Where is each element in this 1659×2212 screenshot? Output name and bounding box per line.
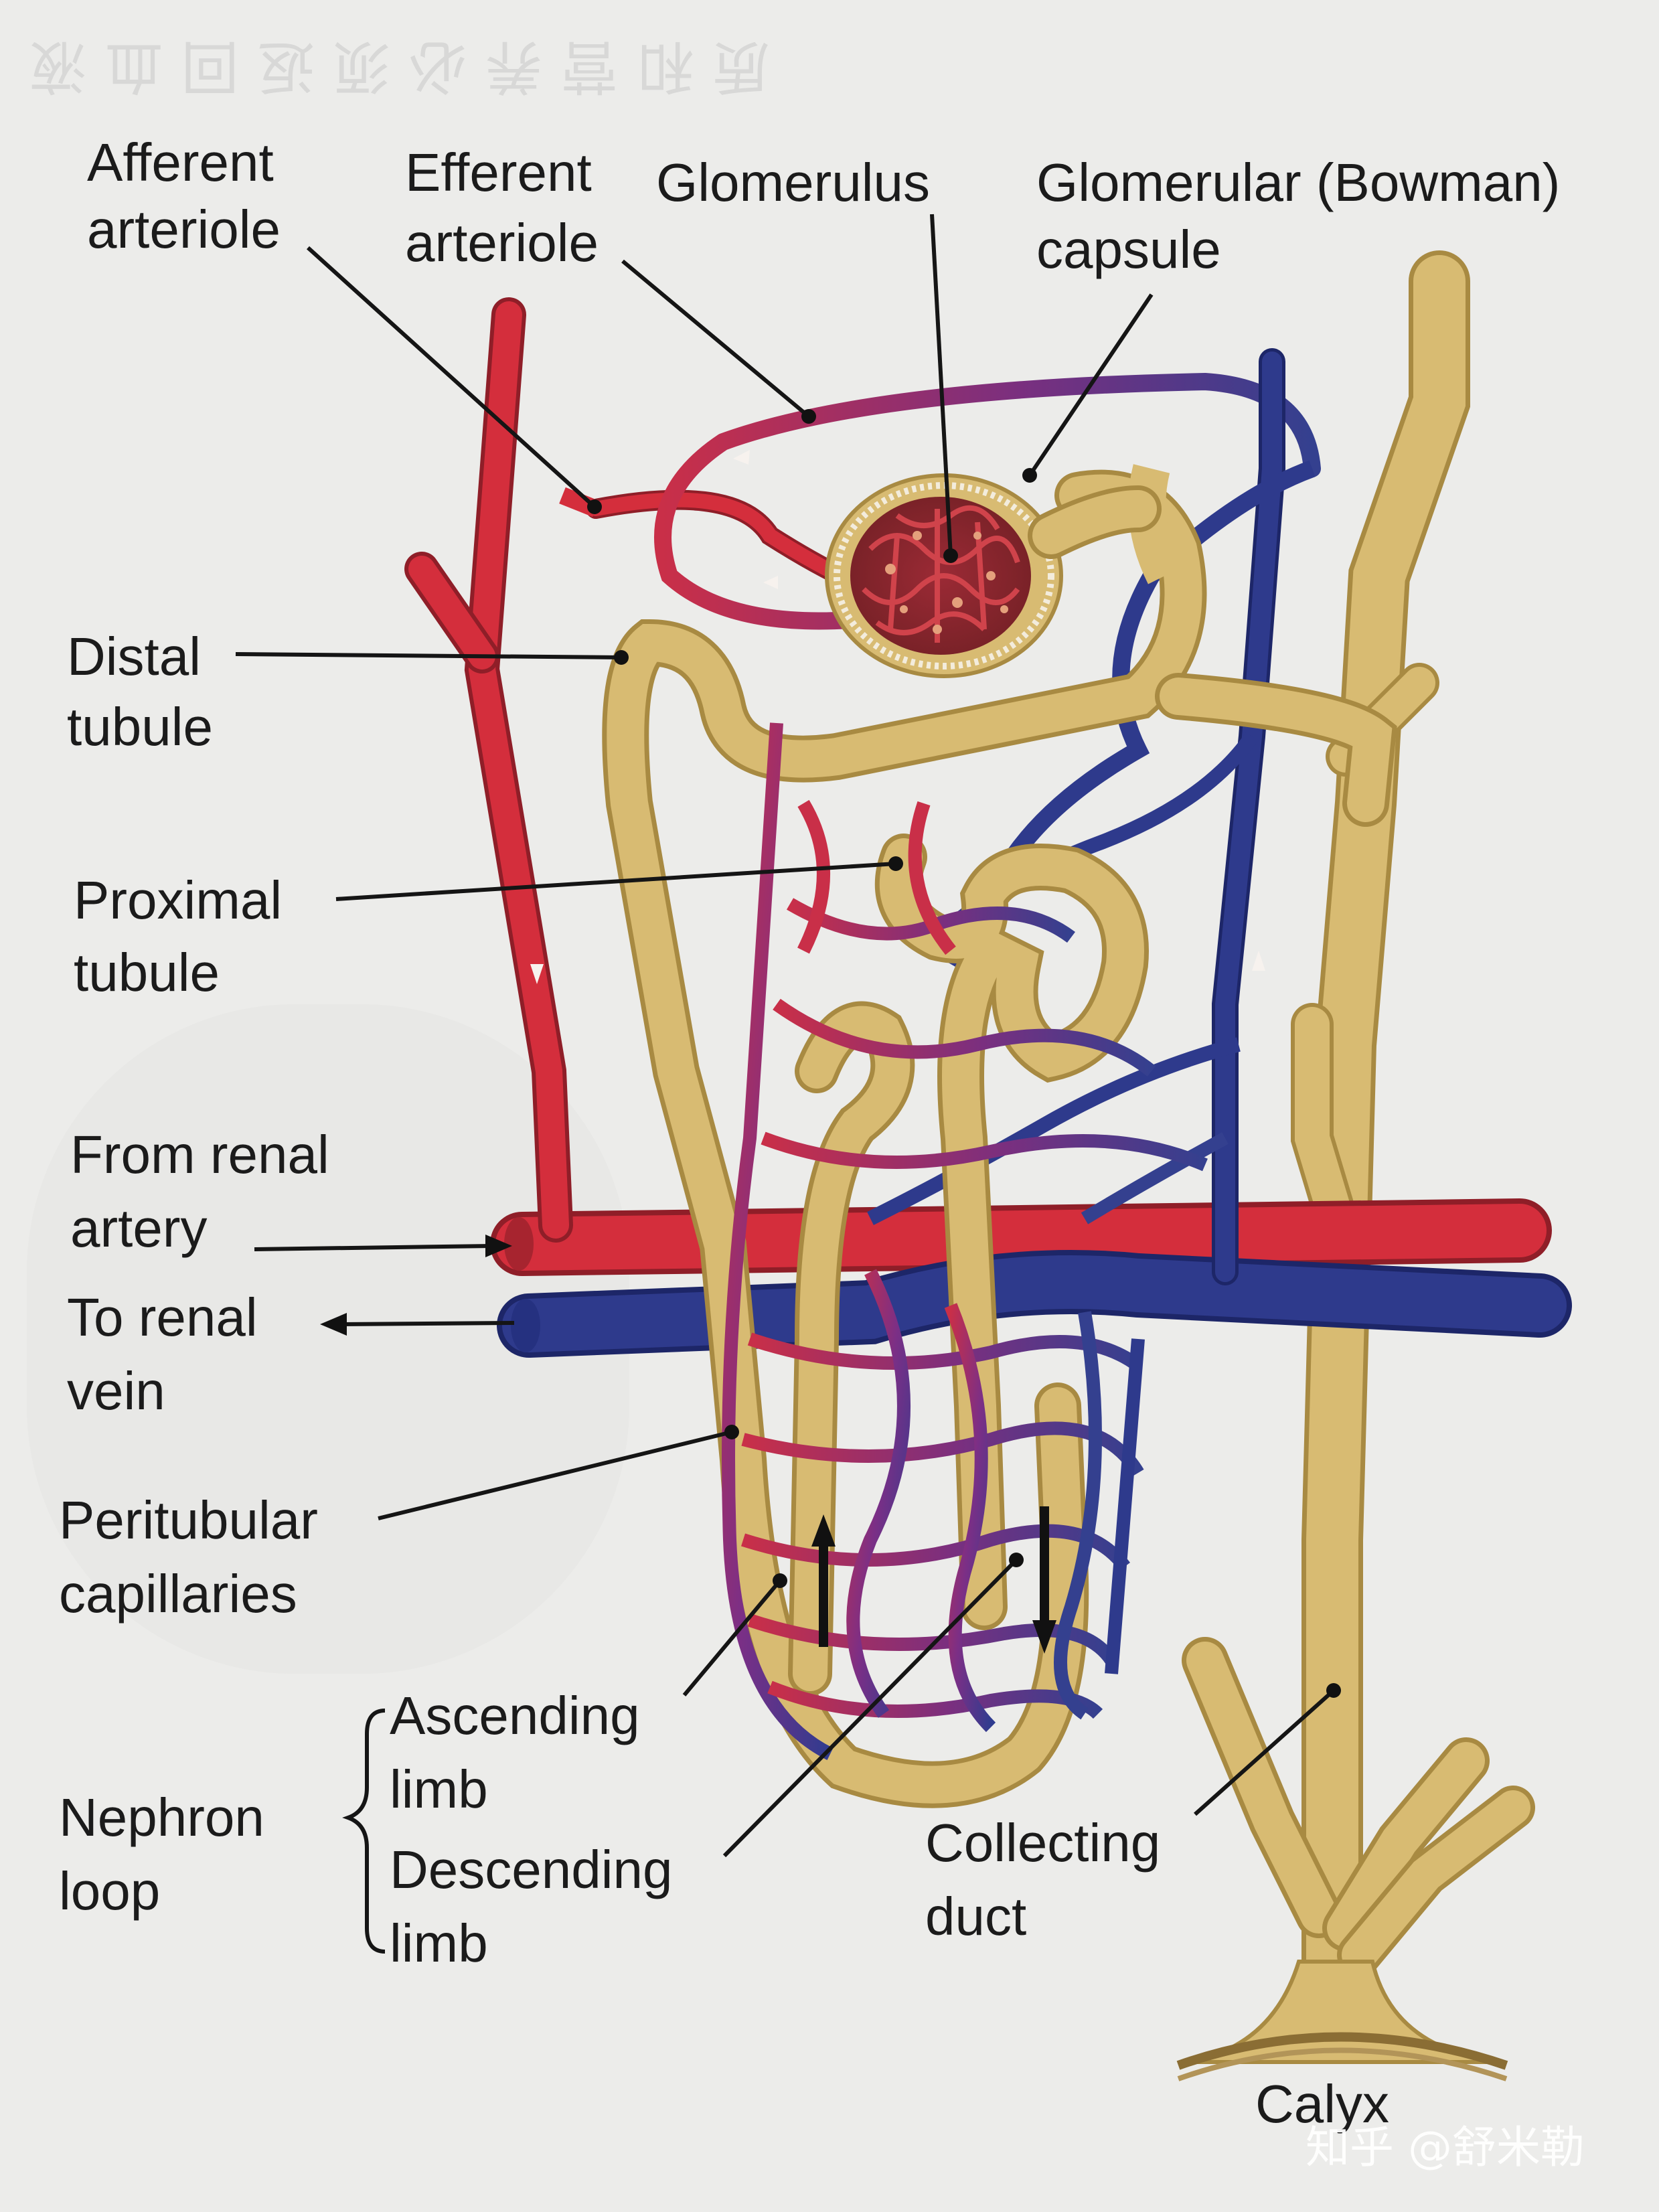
label-peritubular-capillaries: Peritubular capillaries (59, 1490, 318, 1624)
svg-text:质 和 营 养 必 须 返 回 血 液: 质 和 营 养 必 须 返 回 血 液 (29, 33, 770, 100)
svg-text:Distal: Distal (67, 627, 201, 686)
svg-text:Nephron: Nephron (59, 1788, 264, 1847)
label-ascending-limb: Ascending limb (390, 1686, 640, 1819)
label-glomerular-capsule: Glomerular (Bowman) capsule (1036, 153, 1560, 279)
tubule-connector-shape (1155, 673, 1397, 827)
label-distal-tubule: Distal tubule (67, 627, 213, 757)
label-proximal-tubule: Proximal tubule (74, 870, 282, 1002)
svg-text:Proximal: Proximal (74, 870, 282, 930)
label-collecting-duct: Collecting duct (925, 1813, 1160, 1946)
label-from-renal-artery: From renal artery (70, 1125, 329, 1258)
svg-text:Afferent: Afferent (87, 133, 274, 192)
svg-text:Ascending: Ascending (390, 1686, 640, 1745)
flow-arrow-marks (530, 450, 1265, 984)
vein-network-shape (867, 348, 1316, 1285)
nephron-loop-brace (342, 1709, 386, 1954)
svg-text:Efferent: Efferent (405, 143, 592, 202)
svg-text:capillaries: capillaries (59, 1564, 297, 1624)
label-efferent-arteriole: Efferent arteriole (405, 143, 599, 272)
svg-text:Glomerular (Bowman): Glomerular (Bowman) (1036, 153, 1560, 212)
svg-text:vein: vein (67, 1361, 165, 1421)
svg-text:loop: loop (59, 1861, 160, 1921)
peritubular-capillaries-shape (722, 722, 1208, 1760)
svg-text:From renal: From renal (70, 1125, 329, 1184)
distal-tubule-shape (602, 469, 1207, 1808)
label-descending-limb: Descending limb (390, 1840, 673, 1973)
label-glomerulus: Glomerulus (656, 153, 930, 212)
afferent-arteriole-shape (404, 297, 900, 1243)
svg-text:artery: artery (70, 1198, 208, 1258)
efferent-arteriole-shape (654, 372, 1321, 630)
watermark: 知乎 @舒米勒 (1306, 2122, 1585, 2173)
background-bleed-text: 质 和 营 养 必 须 返 回 血 液 (27, 33, 770, 1674)
leader-lines (235, 214, 1341, 1858)
svg-text:limb: limb (390, 1759, 488, 1819)
svg-text:duct: duct (925, 1887, 1026, 1946)
svg-text:arteriole: arteriole (87, 200, 281, 259)
svg-text:tubule: tubule (74, 943, 220, 1002)
svg-text:arteriole: arteriole (405, 213, 599, 272)
svg-text:Descending: Descending (390, 1840, 673, 1899)
label-afferent-arteriole: Afferent arteriole (87, 133, 281, 259)
label-to-renal-vein: To renal vein (67, 1287, 258, 1421)
glomerulus-shape (850, 497, 1031, 655)
svg-text:To renal: To renal (67, 1287, 258, 1347)
renal-artery-shape (490, 1198, 1552, 1276)
renal-vein-shape (497, 1250, 1572, 1358)
label-calyx: Calyx (1255, 2074, 1389, 2134)
label-nephron-loop: Nephron loop (59, 1788, 264, 1921)
svg-text:Peritubular: Peritubular (59, 1490, 318, 1550)
svg-text:tubule: tubule (67, 697, 213, 757)
svg-text:limb: limb (390, 1913, 488, 1973)
loop-flow-arrows (811, 1506, 1056, 1654)
svg-text:Collecting: Collecting (925, 1813, 1160, 1873)
svg-text:capsule: capsule (1036, 220, 1221, 279)
